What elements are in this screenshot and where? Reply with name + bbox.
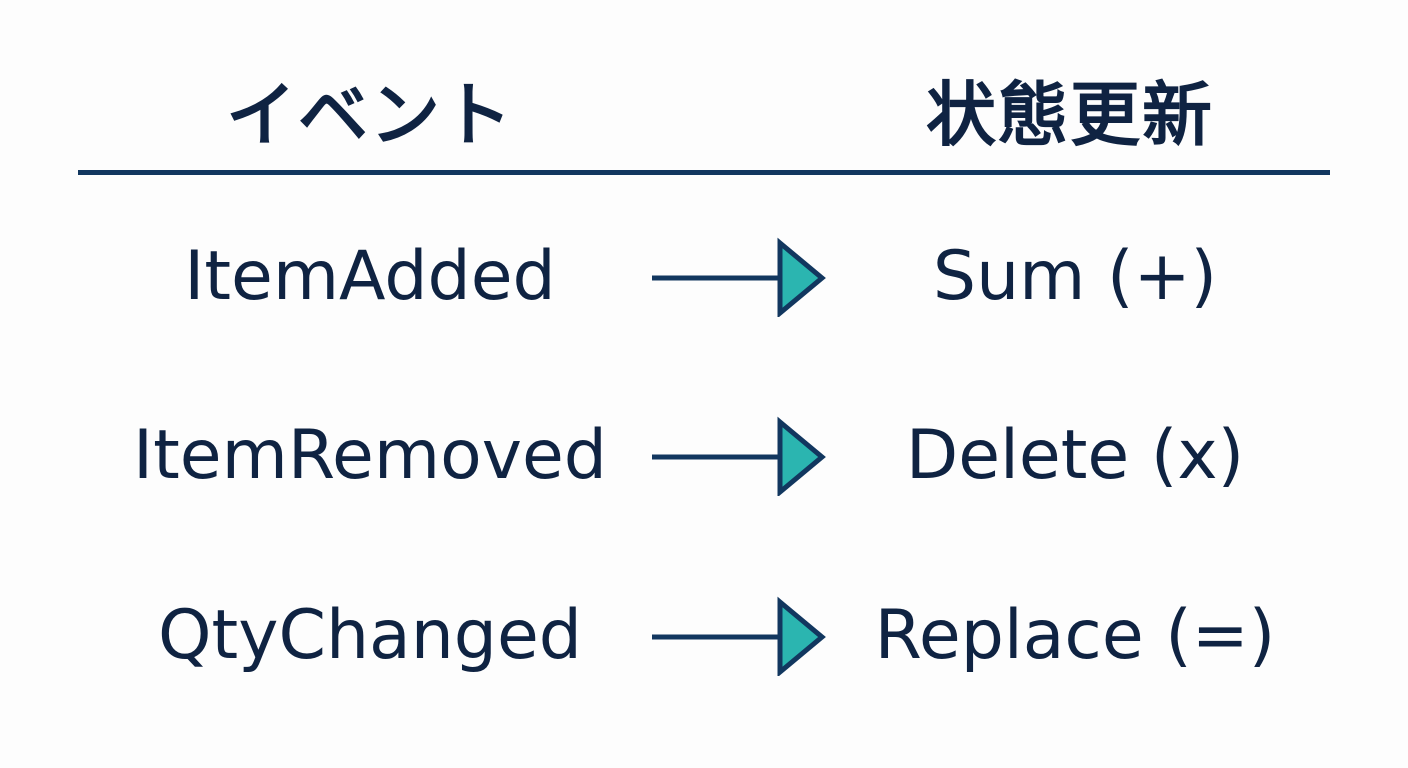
right-arrow-icon xyxy=(652,237,826,317)
mapping-row: QtyChanged Replace (=) xyxy=(0,591,1408,681)
update-label: Delete (x) xyxy=(905,416,1245,495)
right-arrow-icon xyxy=(652,416,826,496)
event-label: QtyChanged xyxy=(158,596,582,675)
event-label: ItemAdded xyxy=(184,237,556,316)
mapping-row: ItemAdded Sum (+) xyxy=(0,232,1408,322)
update-label: Sum (+) xyxy=(932,237,1218,316)
event-label: ItemRemoved xyxy=(133,416,607,495)
right-arrow-icon xyxy=(652,596,826,676)
header-state-update: 状態更新 xyxy=(926,74,1214,156)
header-event: イベント xyxy=(226,74,514,156)
header-divider xyxy=(78,170,1330,175)
mapping-row: ItemRemoved Delete (x) xyxy=(0,411,1408,501)
update-label: Replace (=) xyxy=(874,596,1276,675)
